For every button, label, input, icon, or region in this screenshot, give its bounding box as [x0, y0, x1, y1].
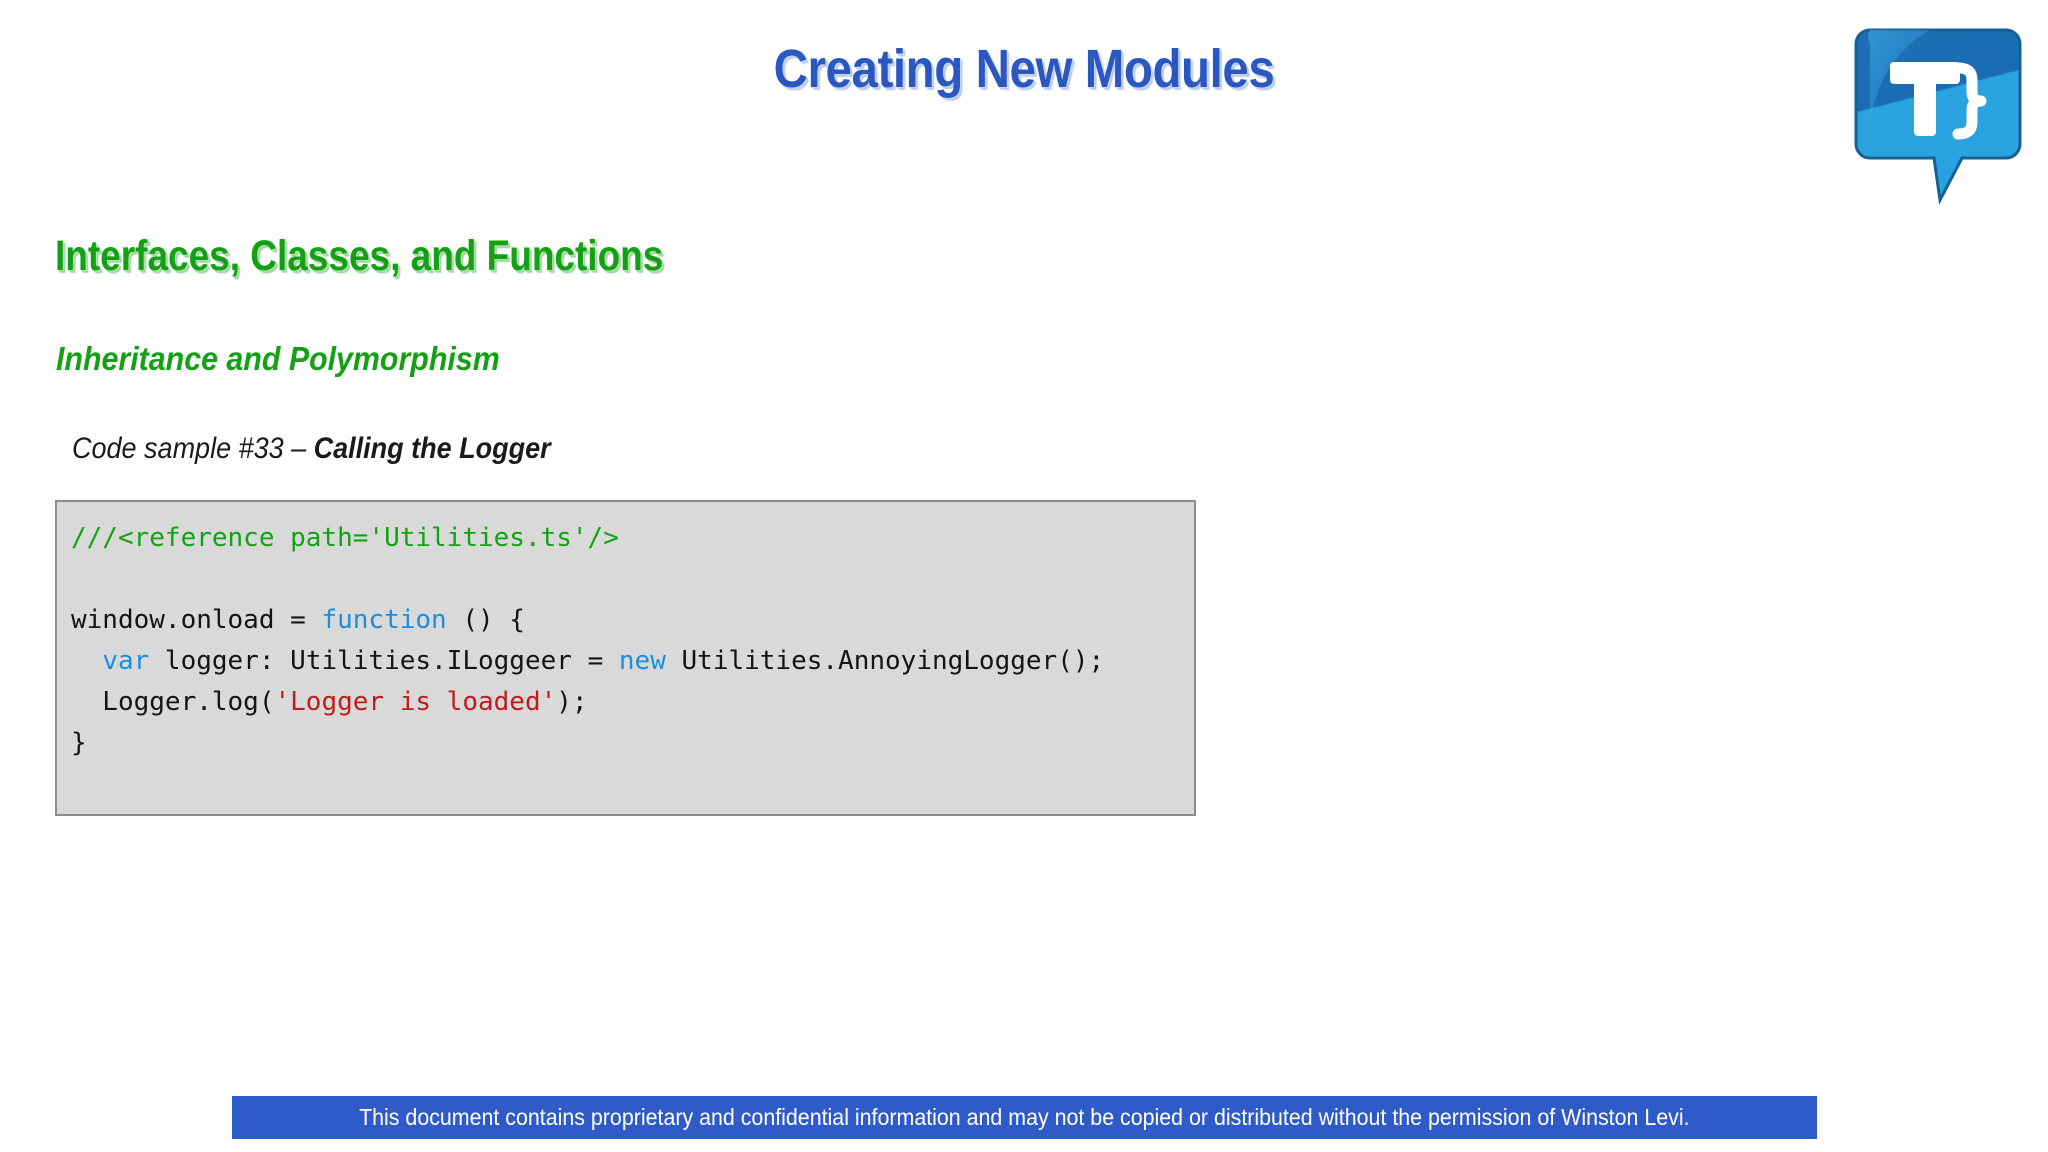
section-heading: Interfaces, Classes, and Functions [55, 232, 664, 280]
code-sample-caption: Code sample #33 – Calling the Logger [72, 432, 551, 466]
code-line: window.onload = function () { [71, 600, 1176, 641]
code-token-keyword: new [618, 646, 666, 676]
code-block: ///<reference path='Utilities.ts'/> wind… [55, 500, 1196, 816]
code-token-plain: () { [446, 605, 525, 635]
code-token-plain: ); [556, 687, 588, 717]
code-token-comment: ///<reference path='Utilities.ts'/> [71, 523, 619, 553]
footer-banner: This document contains proprietary and c… [232, 1096, 1817, 1139]
code-token-plain [71, 646, 102, 676]
sub-heading: Inheritance and Polymorphism [56, 340, 500, 377]
code-token-keyword: var [102, 646, 150, 676]
code-line [71, 559, 1176, 600]
page-title: Creating New Modules [773, 39, 1275, 99]
code-line: ///<reference path='Utilities.ts'/> [71, 518, 1176, 559]
typescript-logo-icon [1852, 22, 2024, 207]
code-token-plain: Logger.log( [71, 687, 275, 717]
code-line: Logger.log('Logger is loaded'); [71, 682, 1176, 723]
code-token-plain: } [71, 728, 87, 758]
code-token-plain: logger: Utilities.ILoggeer = [149, 646, 619, 676]
code-token-string: 'Logger is loaded' [274, 687, 557, 717]
code-line: } [71, 723, 1176, 764]
code-token-plain: window.onload = [71, 605, 322, 635]
code-token-keyword: function [321, 605, 447, 635]
footer-confidentiality-text: This document contains proprietary and c… [359, 1104, 1690, 1130]
code-caption-prefix: Code sample #33 – [72, 432, 314, 465]
code-token-plain: Utilities.AnnoyingLogger(); [665, 646, 1105, 676]
code-line: var logger: Utilities.ILoggeer = new Uti… [71, 641, 1176, 682]
code-caption-title: Calling the Logger [313, 432, 551, 465]
